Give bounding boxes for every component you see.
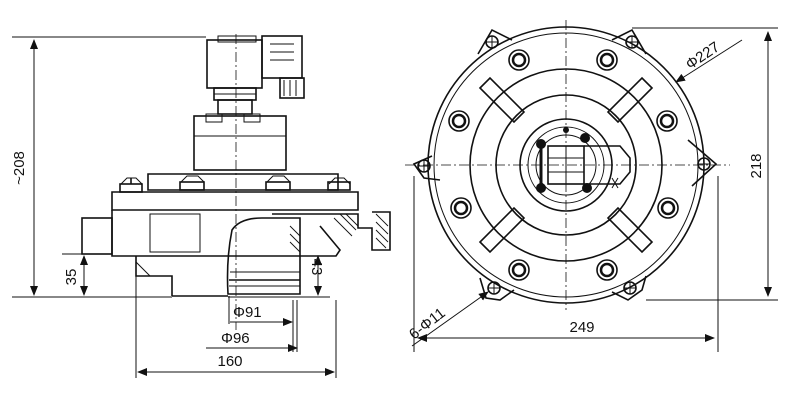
- cover-bolts: [448, 49, 679, 281]
- dim-line-227: [675, 39, 743, 83]
- connector-plug: [261, 35, 303, 79]
- valve-body: [111, 191, 359, 211]
- ear-holes: [417, 35, 711, 295]
- top-dimensions: Φ227 218 6-Φ11 249: [406, 27, 778, 352]
- pilot-housing: [193, 115, 287, 171]
- dim-label-43: 43: [308, 259, 325, 276]
- side-view: [12, 34, 391, 330]
- dim-label-bolt-holes: 6-Φ11: [406, 305, 449, 344]
- dim-label-227: Φ227: [683, 39, 723, 74]
- dim-label-160: 160: [217, 353, 242, 370]
- inlet-port: [81, 217, 113, 255]
- dim-label-96: Φ96: [221, 330, 250, 347]
- outlet-port: [226, 217, 301, 295]
- dim-label-218: 218: [748, 153, 765, 178]
- right-nozzle: [272, 211, 391, 251]
- top-view: [405, 20, 730, 310]
- ribs: [478, 76, 654, 254]
- coil-body: [206, 39, 263, 89]
- pilot-detail: [536, 127, 631, 193]
- dim-label-35: 35: [63, 269, 80, 286]
- dim-label-91: Φ91: [233, 304, 262, 321]
- dim-label-249: 249: [569, 319, 594, 336]
- dim-label-208: ~208: [11, 151, 28, 185]
- side-dimensions: ~208 35 43 Φ91 Φ96 160: [11, 39, 337, 378]
- diaphragm-cover: [147, 173, 339, 191]
